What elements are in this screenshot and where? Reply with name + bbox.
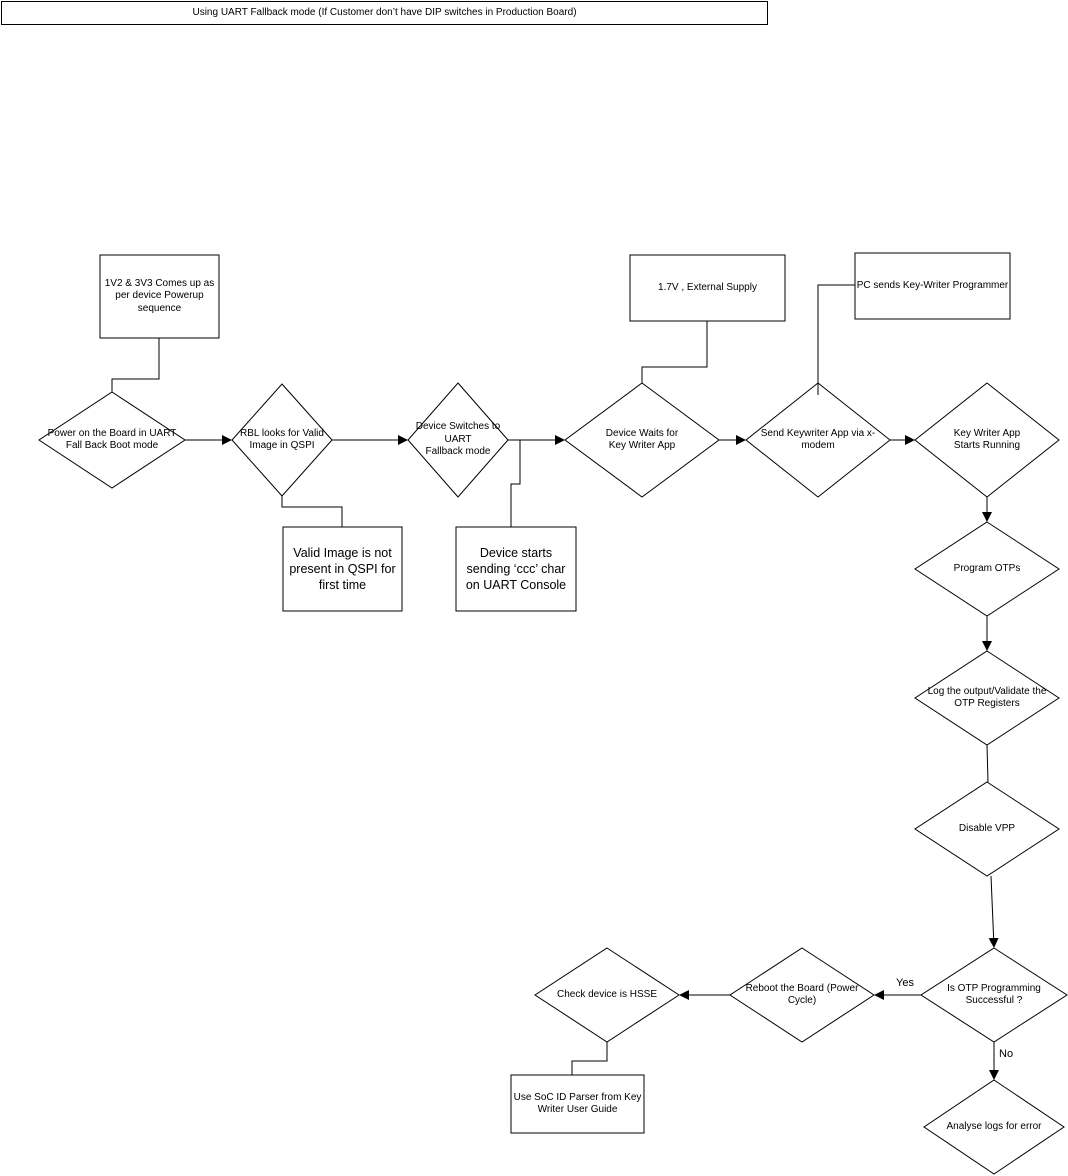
device-switches-label: Device Switches to UART Fallback mode	[415, 421, 501, 458]
send-keywriter-diamond	[745, 382, 891, 498]
connector-power-seq	[111, 338, 160, 392]
disable-vpp-label: Disable VPP	[958, 822, 1016, 834]
edge-label-yes: Yes	[896, 977, 914, 989]
connector-valid-image	[281, 496, 343, 527]
reboot-label: Reboot the Board (Power Cycle)	[745, 982, 859, 1007]
reboot-diamond	[729, 947, 875, 1043]
power-sequence-box	[99, 254, 220, 339]
power-on-diamond	[38, 391, 186, 489]
is-otp-successful-label: Is OTP Programming Successful ?	[947, 982, 1041, 1007]
device-waits-diamond	[564, 382, 720, 498]
title-box	[1, 1, 768, 25]
connector-pc-sends	[817, 284, 855, 395]
edge-label-no: No	[999, 1048, 1014, 1060]
send-keywriter-label: Send Keywriter App via x- modem	[760, 427, 876, 452]
connector-ccc	[510, 440, 521, 527]
device-switches-diamond	[407, 382, 509, 498]
valid-image-label: Valid Image is not present in QSPI for f…	[289, 546, 396, 592]
device-waits-label: Device Waits for Key Writer App	[605, 427, 679, 452]
connector-log-to-vpp	[986, 744, 989, 783]
external-supply-label: 1.7V , External Supply	[658, 281, 757, 293]
analyse-logs-label: Analyse logs for error	[946, 1120, 1042, 1132]
diagram-title: Using UART Fallback mode (If Customer do…	[192, 6, 577, 18]
connector-supply	[641, 321, 708, 383]
pc-sends-label: PC sends Key-Writer Programmer	[856, 279, 1009, 291]
soc-parser-box	[510, 1074, 645, 1134]
keywriter-running-label: Key Writer App Starts Running	[953, 427, 1021, 452]
log-validate-label: Log the output/Validate the OTP Register…	[927, 685, 1047, 710]
ccc-label: Device starts sending ‘ccc’ char on UART…	[465, 546, 567, 592]
disable-vpp-diamond	[914, 781, 1060, 877]
ccc-note-box	[455, 526, 577, 612]
power-sequence-label: 1V2 & 3V3 Comes up as per device Powerup…	[104, 277, 215, 314]
rbl-looks-label: RBL looks for Valid Image in QSPI	[240, 427, 324, 452]
external-supply-box	[629, 254, 786, 322]
soc-parser-label: Use SoC ID Parser from Key Writer User G…	[513, 1091, 642, 1116]
check-hsse-label: Check device is HSSE	[556, 988, 658, 1000]
analyse-logs-diamond	[923, 1079, 1065, 1175]
arrow-vpp-to-decision	[988, 875, 999, 948]
program-otps-label: Program OTPs	[953, 562, 1021, 574]
connector-soc-parser	[571, 1042, 608, 1075]
power-on-label: Power on the Board in UART Fall Back Boo…	[47, 427, 177, 452]
pc-sends-box	[854, 252, 1011, 320]
